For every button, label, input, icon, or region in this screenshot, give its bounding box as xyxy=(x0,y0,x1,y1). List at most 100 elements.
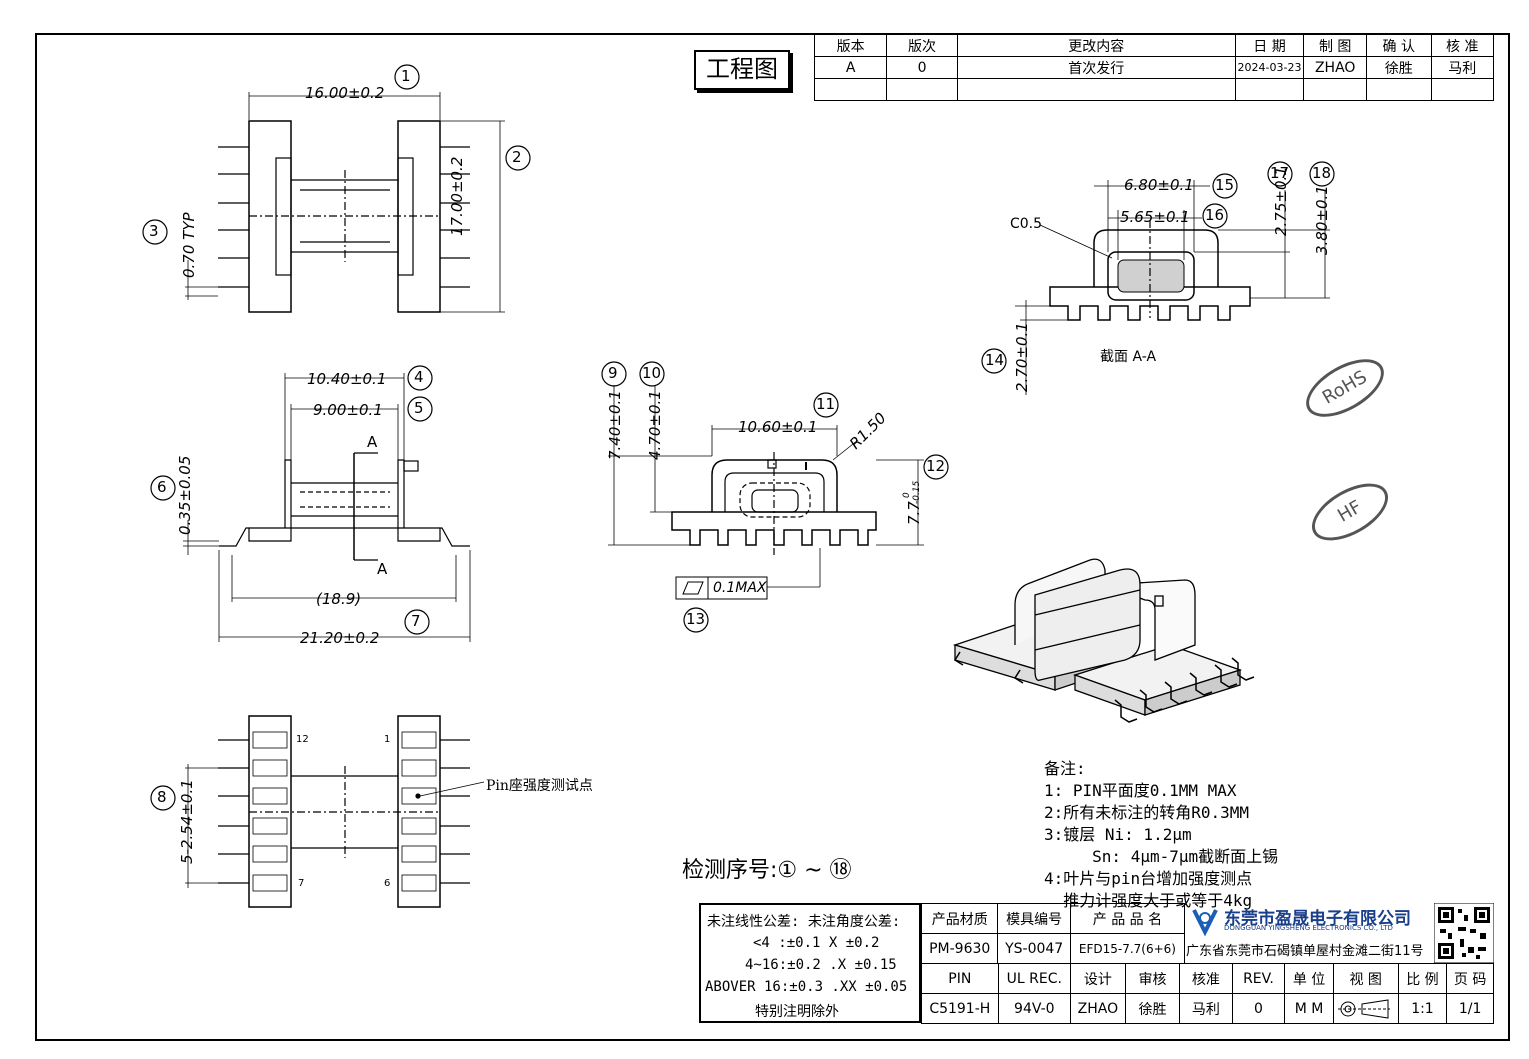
label-product: 产 品 品 名 xyxy=(1069,903,1186,934)
value-ul: 94V-0 xyxy=(997,993,1072,1024)
value-scale: 1:1 xyxy=(1397,993,1448,1024)
pin-number-7: 7 xyxy=(298,878,305,889)
value-pin: C5191-H xyxy=(921,993,999,1024)
dim-9-00: 9.00±0.1 xyxy=(313,401,383,419)
company-name: 东莞市盈晟电子有限公司 xyxy=(1224,909,1411,929)
balloon-17: 17 xyxy=(1270,164,1290,182)
label-approve: 核准 xyxy=(1179,963,1233,994)
qr-code-icon xyxy=(1434,903,1494,963)
balloon-4: 4 xyxy=(414,368,424,386)
balloon-16: 16 xyxy=(1205,206,1225,224)
note-line: 4:叶片与pin台增加强度测点 xyxy=(1044,869,1253,888)
label-design: 设计 xyxy=(1070,963,1126,994)
label-scale: 比 例 xyxy=(1397,963,1448,994)
label-mold: 模具编号 xyxy=(997,903,1071,934)
revision-header-row: 版本 版次 更改内容 日 期 制 图 确 认 核 准 xyxy=(813,34,1494,57)
dim-21-20: 21.20±0.2 xyxy=(300,629,380,647)
revision-header-cell: 制 图 xyxy=(1303,34,1368,57)
dim-chamfer: C0.5 xyxy=(1010,216,1043,232)
pin-number-12: 12 xyxy=(296,734,309,745)
dim-10-40: 10.40±0.1 xyxy=(307,370,387,388)
section-title: 截面 A-A xyxy=(1100,349,1157,365)
isometric-view xyxy=(952,558,1255,723)
value-approve: 马利 xyxy=(1179,993,1233,1024)
balloon-3: 3 xyxy=(149,222,159,240)
label-unit: 单 位 xyxy=(1284,963,1334,994)
bottom-view-pins xyxy=(218,731,470,892)
drawing-frame xyxy=(35,33,1510,1041)
title-block-row2: PIN UL REC. 设计 审核 核准 REV. 单 位 视 图 比 例 页 … xyxy=(921,963,1494,1024)
revision-cell: 徐胜 xyxy=(1366,56,1432,79)
value-mold: YS-0047 xyxy=(997,933,1071,964)
company-name-en: DONGGUAN YINGSHENG ELECTRONICS CO., LTD xyxy=(1224,924,1393,932)
label-view: 视 图 xyxy=(1332,963,1399,994)
pin-number-1: 1 xyxy=(384,734,391,745)
balloon-5: 5 xyxy=(414,399,424,417)
revision-cell: 首次发行 xyxy=(956,56,1236,79)
balloon-6: 6 xyxy=(157,478,167,496)
dim-7-7-tol-top: 0 xyxy=(902,492,912,498)
revision-header-cell: 日 期 xyxy=(1234,34,1305,57)
dim-5-65: 5.65±0.1 xyxy=(1120,208,1190,226)
title-block-row1: 产品材质 模具编号 产 品 品 名 PM-9630 YS-0047 EFD15-… xyxy=(920,903,1186,964)
side-view xyxy=(150,365,471,642)
balloon-10: 10 xyxy=(642,364,662,382)
value-unit: M M xyxy=(1284,993,1334,1024)
dim-width: 16.00±0.2 xyxy=(305,84,385,102)
balloon-12: 12 xyxy=(926,457,946,475)
dim-3-80: 3.80±0.1 xyxy=(1313,185,1331,255)
dim-pin-pitch: 5-2.54±0.1 xyxy=(178,779,196,864)
balloon-9: 9 xyxy=(608,364,618,382)
value-rev: 0 xyxy=(1231,993,1286,1024)
top-view xyxy=(142,64,531,313)
dim-18-9: (18.9) xyxy=(316,590,362,608)
value-product: EFD15-7.7(6+6) xyxy=(1069,933,1186,964)
top-view-pins-left xyxy=(218,146,249,288)
revision-row-empty xyxy=(813,78,1494,101)
tolerance-line: ABOVER 16:±0.3 .XX ±0.05 xyxy=(705,979,908,995)
dim-pin-width: 0.70 TYP xyxy=(180,212,198,278)
dim-7-7: 7.7 xyxy=(905,501,923,525)
inspection-sequence: 检测序号:① ~ ⑱ xyxy=(682,858,852,883)
section-mark-top: A xyxy=(367,433,378,451)
revision-row: A 0 首次发行 2024-03-23 ZHAO 徐胜 马利 xyxy=(813,56,1494,79)
tolerance-block: 未注线性公差: 未注角度公差: <4 :±0.1 X ±0.2 4~16:±0.… xyxy=(699,903,921,1023)
projection-symbol-icon xyxy=(1337,998,1390,1019)
dim-2-70: 2.70±0.1 xyxy=(1013,322,1031,392)
note-line: 2:所有未标注的转角R0.3MM xyxy=(1044,803,1250,822)
dim-7-7-tol-bottom: -0.15 xyxy=(912,480,922,504)
revision-header-cell: 核 准 xyxy=(1430,34,1494,57)
balloon-11: 11 xyxy=(816,395,836,413)
label-ul: UL REC. xyxy=(997,963,1072,994)
section-mark-bottom: A xyxy=(377,560,388,578)
label-page: 页 码 xyxy=(1446,963,1494,994)
balloon-8: 8 xyxy=(157,788,167,806)
company-logo-icon xyxy=(1192,909,1218,936)
front-view xyxy=(601,361,949,633)
label-rev: REV. xyxy=(1231,963,1286,994)
value-view xyxy=(1332,993,1399,1024)
company-address: 广东省东莞市石碣镇单屋村金滩二街11号 xyxy=(1186,944,1424,959)
balloon-1: 1 xyxy=(401,67,411,85)
value-review: 徐胜 xyxy=(1124,993,1181,1024)
top-view-pins-right xyxy=(440,146,470,288)
dim-4-70: 4.70±0.1 xyxy=(646,390,664,460)
revision-cell: ZHAO xyxy=(1303,56,1368,79)
note-line: 3:镀层 Ni: 1.2μm xyxy=(1044,825,1192,844)
balloon-7: 7 xyxy=(411,612,421,630)
value-material: PM-9630 xyxy=(920,933,999,964)
note-line: Sn: 4μm-7μm截断面上锡 xyxy=(1044,847,1279,866)
dim-7-40: 7.40±0.1 xyxy=(606,390,624,460)
notes-block: 备注: 1: PIN平面度0.1MM MAX 2:所有未标注的转角R0.3MM … xyxy=(1044,758,1278,912)
balloon-15: 15 xyxy=(1215,176,1235,194)
notes-title: 备注: xyxy=(1044,759,1086,778)
label-review: 审核 xyxy=(1124,963,1181,994)
pin-test-point-label: Pin座强度测试点 xyxy=(486,778,593,794)
revision-cell: 马利 xyxy=(1430,56,1494,79)
value-page: 1/1 xyxy=(1446,993,1494,1024)
dim-height: 17.00±0.2 xyxy=(448,156,466,236)
tolerance-line: 4~16:±0.2 .X ±0.15 xyxy=(745,957,897,973)
label-material: 产品材质 xyxy=(920,903,999,934)
note-line: 1: PIN平面度0.1MM MAX xyxy=(1044,781,1237,800)
